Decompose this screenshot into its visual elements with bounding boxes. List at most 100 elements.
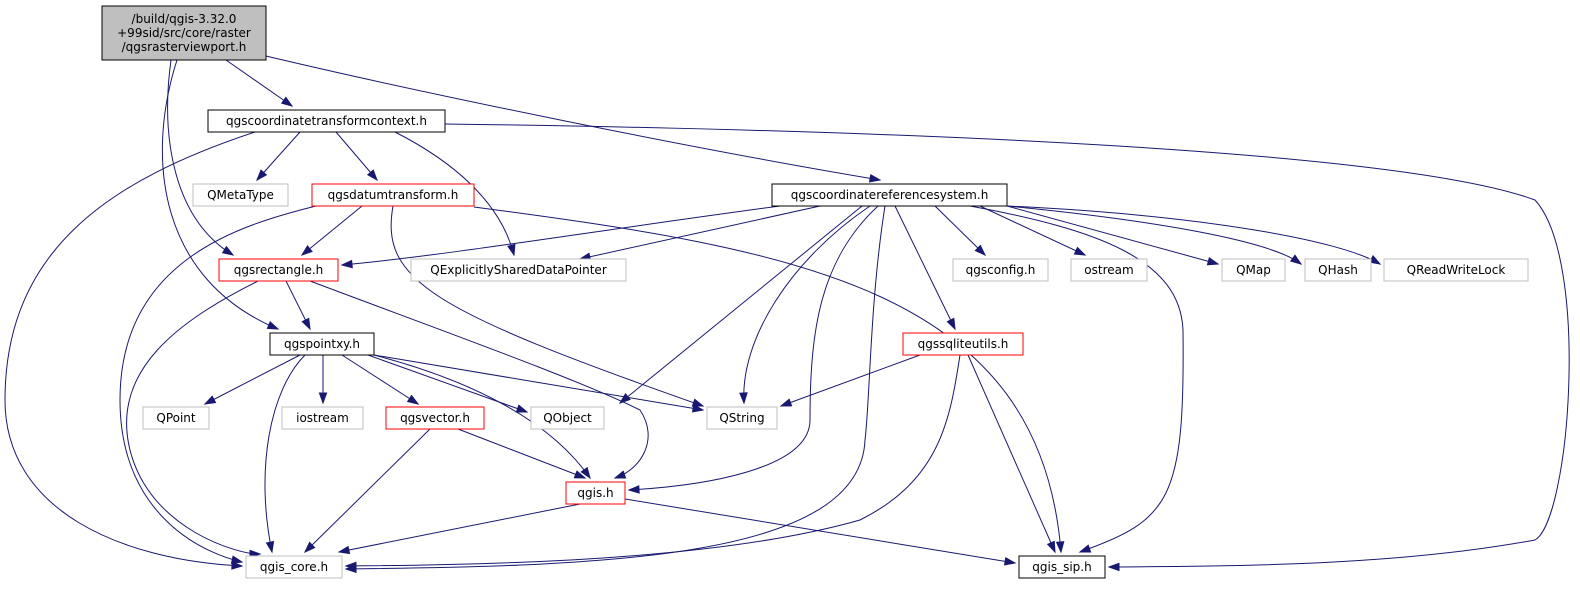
arrow-head: [618, 393, 631, 404]
edge-line: [894, 205, 956, 330]
arrow-head: [303, 541, 316, 554]
edge-qgis-to-sip: [624, 498, 1017, 566]
edge-sqlite-to-sip: [967, 354, 1056, 554]
node-iostream: iostream: [281, 406, 364, 430]
edge-vector-to-qgis: [457, 428, 587, 479]
node-qmap: QMap: [1221, 258, 1286, 282]
node-box: [192, 183, 289, 207]
node-label: qgsconfig.h: [966, 263, 1036, 277]
edge-line: [341, 354, 419, 405]
edge-line: [967, 354, 1056, 553]
node-pointxy[interactable]: qgspointxy.h: [269, 332, 375, 356]
arrow-head: [265, 540, 275, 554]
edge-root-to-ctc: [225, 59, 294, 107]
edge-datum-to-core: [119, 205, 317, 564]
edge-line: [345, 354, 961, 567]
node-label: qgscoordinatetransformcontext.h: [226, 114, 427, 128]
edge-crs-to-rect: [340, 205, 781, 269]
node-label: QMap: [1236, 263, 1271, 277]
node-esdp: QExplicitlySharedDataPointer: [410, 258, 627, 282]
node-datum[interactable]: qgsdatumtransform.h: [311, 183, 475, 207]
edge-line: [204, 354, 301, 405]
edge-line: [225, 59, 293, 107]
node-qrwlock: QReadWriteLock: [1383, 258, 1529, 282]
arrow-head: [230, 555, 244, 564]
edge-line: [1006, 205, 1381, 265]
node-qgis[interactable]: qgis.h: [565, 481, 626, 505]
node-sqlite[interactable]: qgssqliteutils.h: [902, 332, 1024, 356]
edge-ctc-to-esdp: [394, 131, 516, 257]
edge-crs-to-esdp: [578, 205, 821, 261]
arrow-head: [300, 245, 313, 256]
arrow-head: [337, 545, 351, 555]
arrow-head: [366, 169, 378, 182]
node-ctc[interactable]: qgscoordinatetransformcontext.h: [207, 109, 446, 133]
node-crs[interactable]: qgscoordinatereferencesystem.h: [771, 183, 1008, 207]
arrow-head: [340, 259, 353, 269]
arrow-head: [344, 561, 357, 571]
edge-ctc-to-core: [4, 131, 256, 570]
edge-line: [309, 280, 649, 479]
node-root[interactable]: /build/qgis-3.32.0+99sid/src/core/raster…: [101, 5, 267, 61]
arrow-head: [1003, 557, 1017, 566]
arrow-head: [1055, 541, 1065, 554]
node-metatype: QMetaType: [192, 183, 289, 207]
arrow-head: [627, 485, 640, 494]
edge-sqlite-to-core: [344, 354, 961, 571]
node-label: QString: [719, 411, 764, 425]
node-sip[interactable]: qgis_sip.h: [1018, 555, 1106, 579]
edge-line: [624, 498, 1016, 564]
node-label: QObject: [543, 411, 592, 425]
arrow-head: [507, 243, 516, 257]
node-vector[interactable]: qgsvector.h: [385, 406, 485, 430]
node-box: [902, 332, 1024, 356]
edge-crs-to-qstring: [739, 205, 871, 405]
arrow-head: [1206, 257, 1220, 266]
arrow-head: [203, 395, 217, 405]
node-rect[interactable]: qgsrectangle.h: [218, 258, 339, 282]
node-box: [311, 183, 475, 207]
edge-pointxy-to-iostream: [318, 355, 328, 405]
edge-rect-to-qgis: [309, 280, 649, 479]
edge-pointxy-to-vector: [341, 354, 420, 405]
edge-line: [1006, 205, 1302, 265]
edge-crs-to-sqlite: [894, 205, 956, 331]
arrow-head: [1073, 246, 1087, 256]
arrow-head: [946, 317, 956, 331]
edge-crs-to-ostream: [979, 205, 1087, 256]
edge-crs-to-qrwlock: [1006, 205, 1382, 265]
edge-line: [394, 131, 515, 256]
edge-line: [301, 205, 363, 256]
arrow-head: [868, 174, 882, 183]
node-label: ostream: [1084, 263, 1133, 277]
nodes-layer: /build/qgis-3.32.0+99sid/src/core/raster…: [101, 5, 1529, 579]
edge-ctc-to-sip: [444, 123, 1570, 572]
edge-rect-to-pointxy: [285, 280, 311, 331]
edge-line: [473, 206, 1062, 553]
node-box: [952, 258, 1049, 282]
edge-line: [373, 354, 591, 479]
edge-line: [167, 59, 234, 256]
arrow-head: [515, 404, 529, 413]
node-box: [269, 332, 375, 356]
arrow-head: [301, 317, 311, 331]
edge-line: [628, 205, 879, 491]
edge-line: [338, 503, 581, 553]
edge-line: [304, 428, 431, 553]
arrow-head: [691, 404, 705, 413]
node-label: /qgsrasterviewport.h: [122, 40, 247, 54]
arrow-head: [739, 392, 748, 405]
arrow-head: [1078, 544, 1092, 553]
edge-line: [126, 280, 261, 555]
node-label: qgis_core.h: [260, 560, 328, 574]
edge-crs-to-qgis: [627, 205, 879, 494]
node-box: [385, 406, 485, 430]
node-label: QHash: [1318, 263, 1358, 277]
edge-line: [265, 55, 881, 181]
edge-line: [367, 354, 528, 413]
node-box: [410, 258, 627, 282]
node-label: qgis_sip.h: [1032, 560, 1091, 574]
edge-line: [444, 123, 1570, 568]
node-box: [142, 406, 210, 430]
